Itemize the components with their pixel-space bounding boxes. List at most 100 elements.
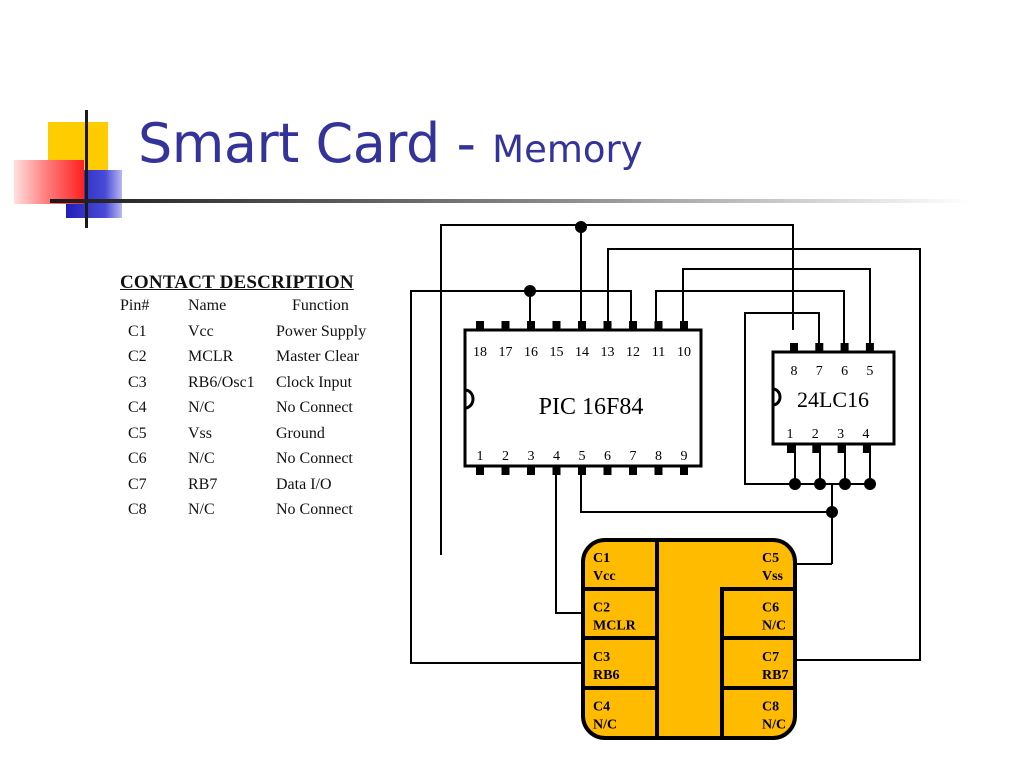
junction-gnd-1 (789, 478, 801, 490)
pic-pin-lead (552, 466, 561, 475)
card-contact-id: C3 (593, 650, 610, 665)
contact-pin: C8 (128, 501, 147, 518)
pic-label: PIC 16F84 (539, 394, 644, 420)
pic-notch (464, 388, 475, 410)
eeprom-pin-lead (812, 444, 821, 453)
card-contact-name: RB6 (593, 668, 619, 683)
eeprom-pin-lead (865, 343, 874, 352)
pic-pin-lead (680, 466, 688, 475)
title-sub: Memory (492, 128, 643, 171)
pic-pin-lead (527, 466, 535, 475)
pic-pin-number: 14 (575, 345, 589, 360)
card-contact-id: C1 (593, 551, 610, 566)
contact-row: C1 Vcc Power Supply (120, 323, 385, 349)
contact-name: Vss (188, 424, 213, 442)
pic-pin-number: 9 (681, 449, 688, 464)
pic-pin-number: 12 (626, 345, 640, 360)
pic-pin-lead (578, 321, 586, 330)
pic-pin-number: 2 (502, 449, 509, 464)
eeprom-label: 24LC16 (797, 387, 869, 412)
contact-pin: C7 (128, 475, 147, 493)
contact-pin: C4 (128, 399, 147, 416)
contact-pin: C3 (128, 373, 147, 391)
contact-name: N/C (188, 399, 215, 416)
card-contact-id: C6 (762, 601, 779, 616)
header-pin: Pin# (120, 297, 150, 314)
eeprom-pin-number: 2 (812, 427, 819, 442)
header-name: Name (188, 297, 227, 314)
contact-pin: C1 (128, 322, 147, 340)
pic-pin-number: 15 (550, 345, 564, 360)
contact-function: No Connect (276, 501, 353, 518)
eeprom-pin-number: 4 (862, 427, 869, 442)
card-contact-name: MCLR (593, 619, 637, 634)
eeprom-notch (772, 387, 782, 407)
pic-pin-number: 18 (473, 345, 487, 360)
header-function: Function (292, 297, 349, 314)
page-title: Smart Card - Memory (138, 112, 643, 175)
card-contact-id: C4 (593, 700, 610, 715)
card-contact-id: C8 (762, 700, 779, 715)
contact-name: N/C (188, 501, 215, 518)
contact-name: N/C (188, 450, 215, 467)
pic-pin-number: 6 (604, 449, 611, 464)
contact-function: Master Clear (276, 348, 360, 365)
pic-pin-lead (603, 321, 612, 330)
decor-red-square (14, 160, 84, 204)
eeprom-pin-number: 6 (841, 364, 848, 379)
eeprom-pin-lead (837, 444, 846, 453)
wire-eeprom-pin7 (744, 312, 820, 485)
card-contact-name: Vcc (593, 569, 616, 584)
junction-gnd-2 (814, 478, 826, 490)
contact-function: No Connect (276, 399, 353, 416)
eeprom-pin-lead (787, 444, 795, 453)
eeprom-pin-number: 8 (791, 364, 798, 379)
pic-pin-lead (654, 321, 663, 330)
eeprom-pin-lead (815, 343, 824, 352)
contact-name: RB7 (188, 475, 218, 493)
smart-card: C1VccC2MCLRC3RB6C4N/CC5VssC6N/CC7RB7C8N/… (581, 538, 797, 740)
card-contact-name: Vss (762, 569, 784, 584)
wire-pic-vss (580, 466, 832, 513)
pic-pin-number: 3 (528, 449, 535, 464)
contact-name: RB6/Osc1 (188, 373, 255, 391)
eeprom-pin-number: 3 (837, 427, 844, 442)
card-contact-name: N/C (593, 718, 617, 733)
pic-pin-lead (654, 466, 663, 475)
contact-table-header: Pin# Name Function (120, 297, 385, 323)
card-divisions (583, 540, 795, 738)
card-contact-name: N/C (762, 619, 786, 634)
title-underline (50, 199, 970, 203)
pic-pin-lead (680, 321, 688, 330)
contact-function: Power Supply (276, 322, 367, 340)
contact-name: Vcc (188, 322, 214, 340)
pic-pin-lead (501, 466, 510, 475)
contact-row: C8 N/C No Connect (120, 501, 385, 527)
pic-pin-number: 16 (524, 345, 538, 360)
pic-pin-number: 8 (655, 449, 662, 464)
eeprom-pin-number: 5 (866, 364, 873, 379)
wire-rb6 (410, 290, 632, 664)
junction-gnd-4 (864, 478, 876, 490)
card-contact-id: C2 (593, 601, 610, 616)
pic-pin-lead (501, 321, 510, 330)
pic-pin-lead (476, 321, 484, 330)
pic-pin-number: 17 (499, 345, 513, 360)
wire-pin11-sda (655, 290, 845, 352)
pic-pin-number: 1 (477, 449, 484, 464)
junctions (524, 221, 876, 518)
pic-pin-number: 5 (579, 449, 586, 464)
pic-pin-lead (578, 466, 586, 475)
pic-pin-number: 13 (601, 345, 615, 360)
wire-pin10-scl (682, 268, 871, 352)
pic-pin-lead (629, 321, 637, 330)
wire-vcc (440, 224, 794, 555)
wire-rb7 (607, 248, 921, 661)
